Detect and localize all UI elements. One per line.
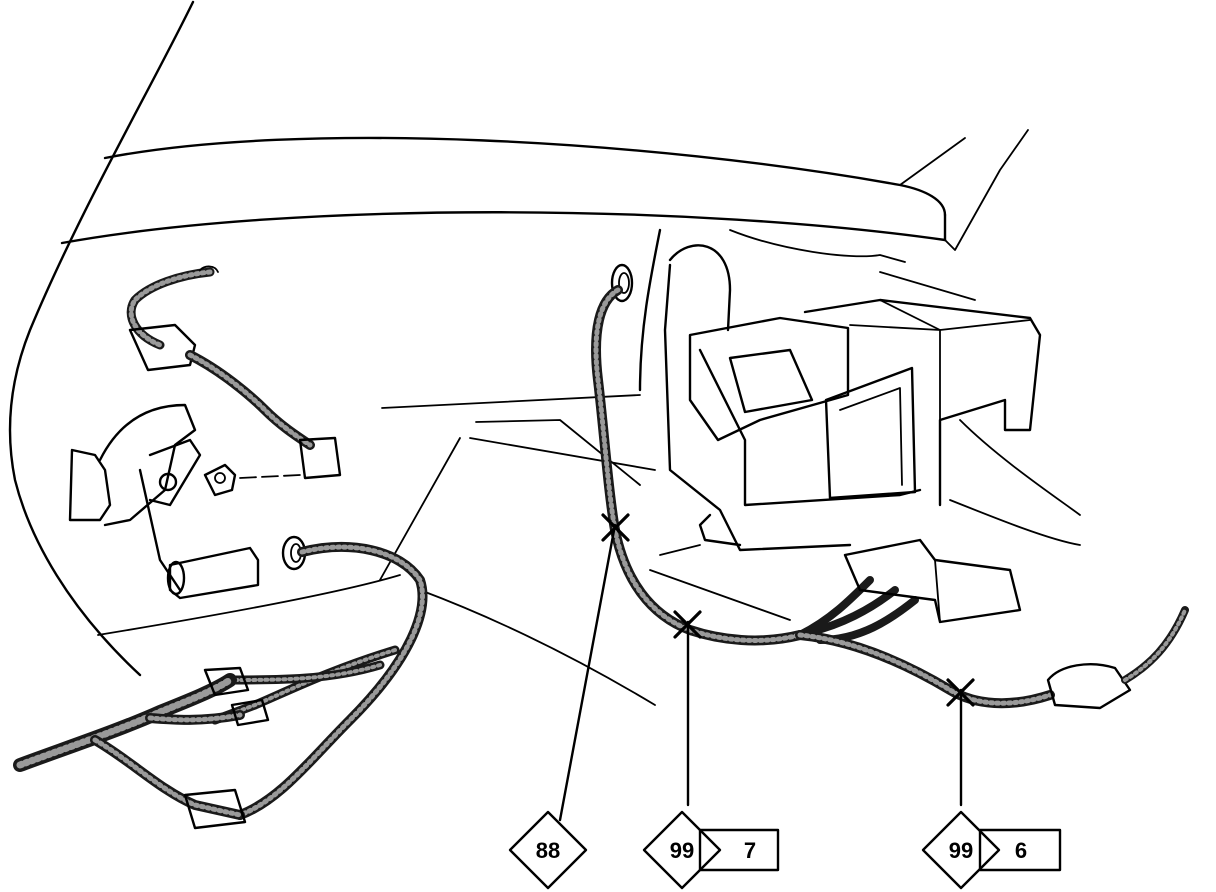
callout-88-number: 88 [536, 838, 560, 863]
callout-99-6-number: 99 [949, 838, 973, 863]
callout-leaders [558, 513, 975, 822]
center-right-harness [591, 285, 1189, 710]
brake-pedal-assembly [68, 403, 301, 600]
callout-99-7-number: 99 [670, 838, 694, 863]
dashboard-outline [8, 0, 1081, 706]
callout-88: 88 [508, 810, 588, 890]
callout-99-7: 99 7 [642, 810, 780, 890]
lower-left-harness [13, 542, 428, 830]
callout-99-7-ref: 7 [744, 838, 756, 863]
callout-99-6: 99 6 [921, 810, 1062, 890]
grommets [281, 263, 634, 571]
hvac-module [638, 228, 1042, 552]
brake-switch-harness [126, 265, 342, 480]
callout-99-6-ref: 6 [1015, 838, 1027, 863]
